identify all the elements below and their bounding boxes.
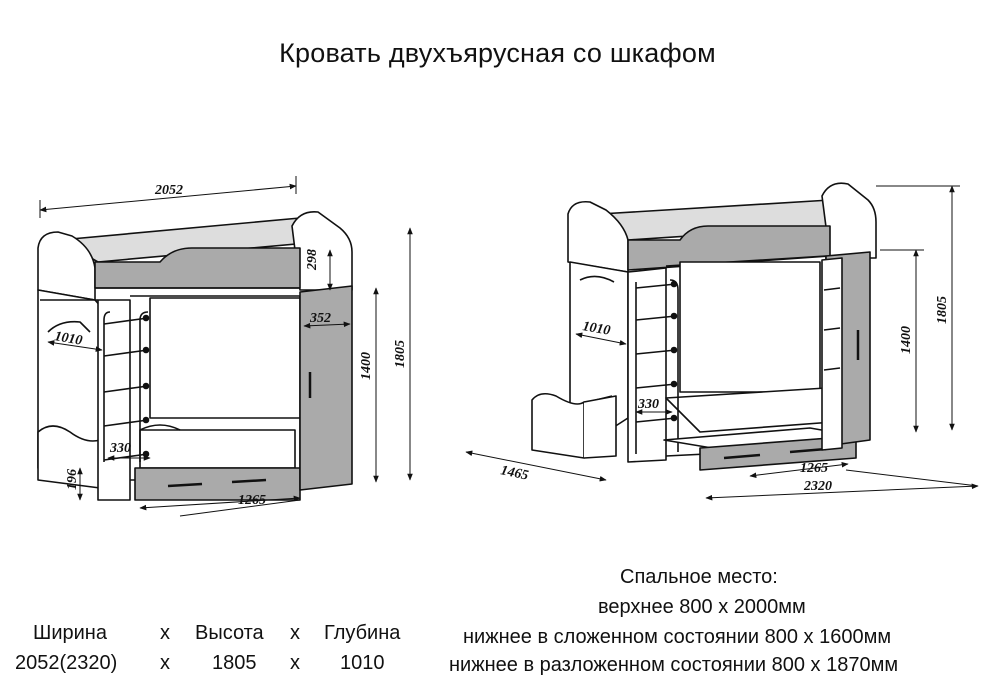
sleeping-lower-folded: нижнее в сложенном состоянии 800 х 1600м… [463, 626, 892, 648]
dim-extended-width-label: 2320 [803, 479, 832, 494]
dim-right-total-height-label: 1805 [935, 296, 950, 324]
spec-x1-header: x [160, 622, 170, 644]
spec-x2-value: x [290, 652, 300, 674]
bed-right-view [531, 182, 877, 471]
spec-width-value: 2052(2320) [15, 652, 118, 674]
spec-depth-header: Глубина [324, 622, 401, 644]
spec-width-header: Ширина [33, 622, 107, 644]
dim-drawer-width-label: 1265 [238, 493, 266, 508]
dim-right-depth-label: 1010 [581, 319, 611, 339]
dim-top-rail-label: 298 [305, 249, 320, 271]
bed-left-view [37, 210, 353, 501]
spec-x1-value: x [160, 652, 170, 674]
dimension-lines-right [465, 185, 979, 501]
spec-x2-header: x [290, 622, 300, 644]
spec-height-header: Высота [195, 622, 264, 644]
sleeping-lower-unfolded: нижнее в разложенном состоянии 800 х 187… [449, 654, 899, 676]
dim-drawer-height-label: 196 [65, 469, 80, 490]
dim-ladder-step-label: 330 [109, 441, 131, 456]
dim-width-label: 2052 [154, 183, 183, 198]
spec-height-value: 1805 [212, 652, 257, 674]
dim-right-drawer-width-label: 1265 [800, 461, 828, 476]
sleeping-upper: верхнее 800 х 2000мм [598, 596, 806, 618]
dimension-lines-left [39, 176, 413, 517]
page-title: Кровать двухъярусная со шкафом [279, 38, 716, 68]
spec-depth-value: 1010 [340, 652, 385, 674]
dim-wardrobe-width-label: 352 [309, 311, 331, 326]
dim-right-ladder-step-label: 330 [637, 397, 659, 412]
dim-total-height-label: 1805 [393, 340, 408, 368]
dim-inner-height-label: 1400 [359, 352, 374, 380]
sleeping-heading: Спальное место: [620, 566, 778, 588]
dim-pullout-depth-label: 1465 [499, 463, 530, 483]
dim-depth-label: 1010 [53, 329, 83, 349]
dim-right-inner-height-label: 1400 [899, 326, 914, 354]
